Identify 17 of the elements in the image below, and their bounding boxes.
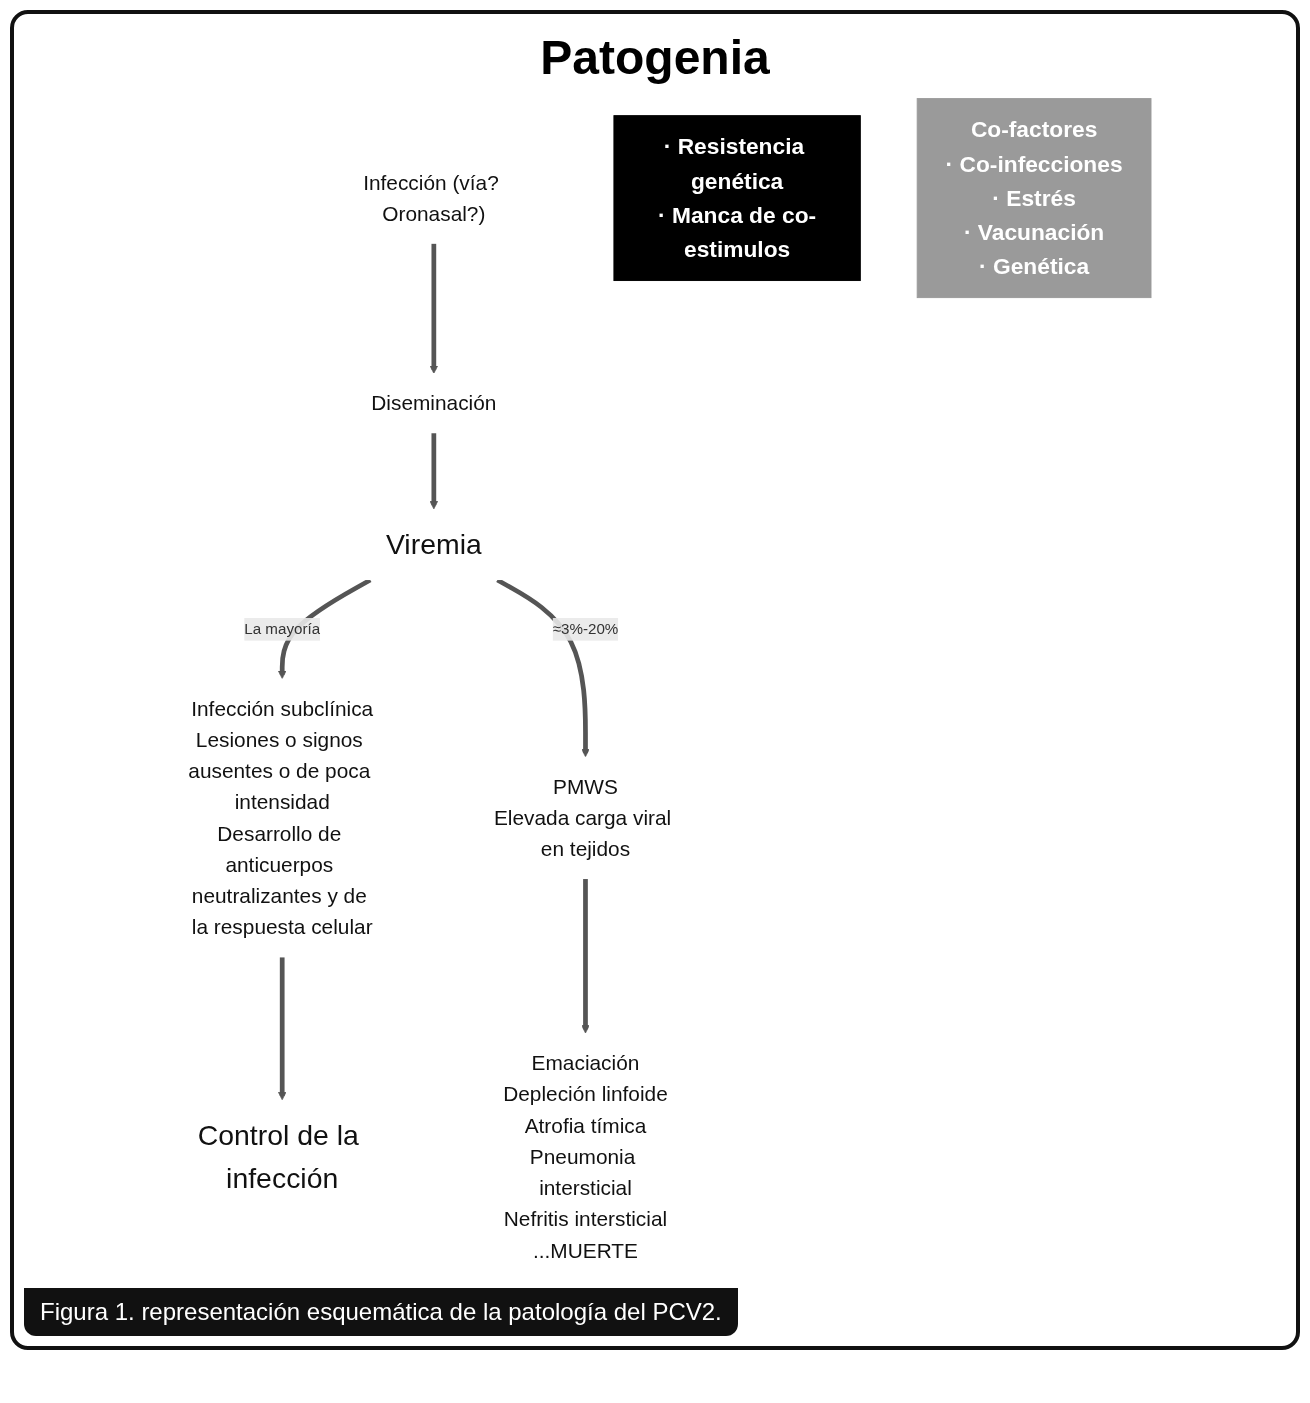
node-box: · Resistencia genética · Manca de co-estimulos [613,115,861,282]
caption: Figura 1. representación esquemática de la patología del PCV2. [24,1288,738,1336]
node-text: Viremia [385,528,482,561]
arrow [581,879,590,1034]
title: Patogenia [539,30,771,85]
node-text: Infección subclínica Lesiones o signos ausentes o de poca intensidad Desarrollo de anticuerpos neutralizantes y de la respuesta celular [188,696,374,940]
node-text: Infección (vía? Oronasal?) [363,170,499,226]
arrow [278,957,287,1101]
node-box: Co-factores · Co-infecciones · Estrés · Vacunación · Genética [916,98,1152,299]
edge-label: La mayoría [244,620,321,637]
arrow [429,433,438,510]
node-text: Control de la infección [197,1119,359,1194]
node-text: Diseminación [371,391,497,416]
node-text: PMWS Elevada carga viral en tejidos [493,774,672,862]
arrow [429,243,438,374]
edge-label: ≈3%-20% [552,620,619,637]
node-text: Emaciación Depleción linfoide Atrofia tímica Pneumonia intersticial Nefritis intersticial ...MUERTE [503,1051,668,1263]
